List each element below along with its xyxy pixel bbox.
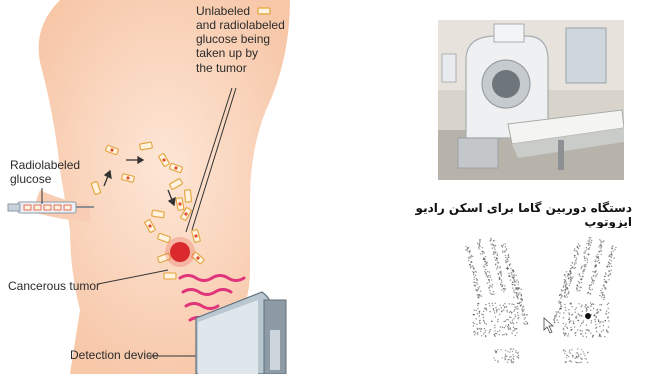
- uptake-label: Unlabeled and radiolabeled glucose being…: [196, 4, 316, 75]
- syringe-label-line: Radiolabeled: [10, 158, 80, 172]
- syringe-glucose-molecule: [64, 205, 71, 210]
- glucose-molecule: [140, 142, 153, 150]
- glucose-molecule: [164, 273, 176, 279]
- gamma-camera-caption: دستگاه دوربین گاما برای اسکن رادیو ایزوت…: [404, 201, 632, 229]
- hotspot-marker: [585, 313, 591, 319]
- glucose-molecule: [184, 190, 191, 202]
- gamma-camera-photo: [438, 20, 624, 180]
- syringe-glucose-molecule: [54, 205, 61, 210]
- uptake-label-line: Unlabeled: [196, 4, 316, 18]
- syringe-label: Radiolabeled glucose: [10, 158, 80, 186]
- syringe-glucose-molecule: [24, 205, 31, 210]
- tumor-label: Cancerous tumor: [8, 279, 100, 293]
- syringe-glucose-molecule: [34, 205, 41, 210]
- uptake-label-line: and radiolabeled: [196, 18, 316, 32]
- glucose-molecule: [152, 210, 165, 218]
- uptake-label-line: taken up by: [196, 46, 316, 60]
- syringe-glucose-molecule: [44, 205, 51, 210]
- bone-scan-hands-image: [448, 228, 634, 368]
- uptake-label-line: glucose being: [196, 32, 316, 46]
- detector-label: Detection device: [70, 348, 159, 362]
- uptake-label-line: the tumor: [196, 61, 316, 75]
- syringe-label-line: glucose: [10, 172, 80, 186]
